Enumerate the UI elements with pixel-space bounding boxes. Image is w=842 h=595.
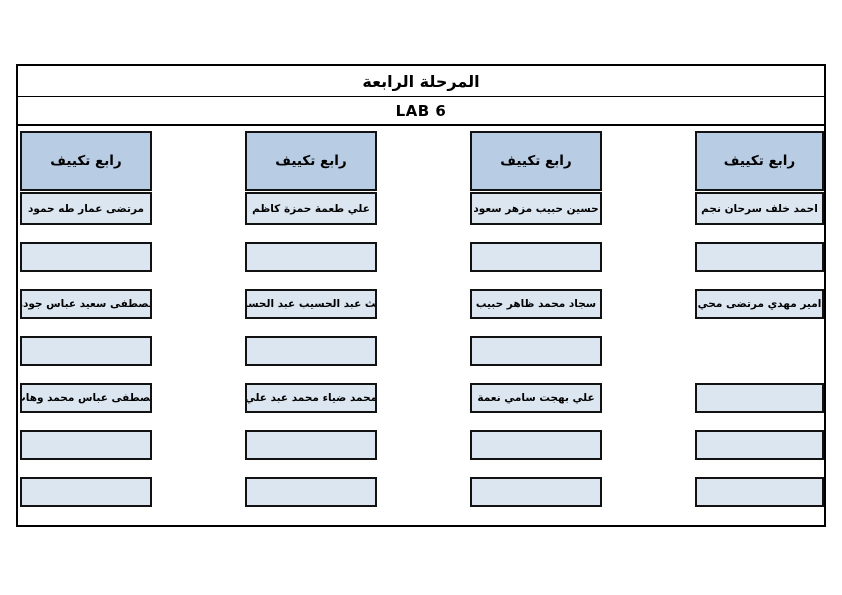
student-name-cell: مصطفى عباس محمد وهاب [20,383,152,413]
empty-cell [470,242,602,272]
empty-cell [20,477,152,507]
empty-cell [20,242,152,272]
student-name-cell: علي بهجت سامي نعمة [470,383,602,413]
empty-cell [20,430,152,460]
empty-cell [695,383,824,413]
student-name-cell: امير مهدي مرتضى محي [695,289,824,319]
stage-title: المرحلة الرابعة [18,66,824,97]
student-name-cell: سجاد محمد ظاهر حبيب [470,289,602,319]
column-header: رابع تكييف [695,131,824,191]
empty-cell [245,477,377,507]
student-name-cell: غيث عبد الحسيب عبد الحسين [245,289,377,319]
empty-cell [695,477,824,507]
empty-cell [470,477,602,507]
empty-cell [245,430,377,460]
empty-cell [245,336,377,366]
empty-cell [470,430,602,460]
empty-cell [20,336,152,366]
student-name-cell: حسين حبيب مزهر سعود [470,192,602,225]
column-header: رابع تكييف [470,131,602,191]
empty-cell [245,242,377,272]
empty-cell [695,242,824,272]
student-name-cell: احمد خلف سرحان نجم [695,192,824,225]
student-name-cell: مرتضى عمار طه حمود [20,192,152,225]
lab-label: LAB 6 [18,97,824,126]
student-name-cell: علي طعمة حمزة كاظم [245,192,377,225]
student-name-cell: محمد ضياء محمد عبد علي [245,383,377,413]
empty-cell [470,336,602,366]
column-header: رابع تكييف [20,131,152,191]
column-header: رابع تكييف [245,131,377,191]
student-name-cell: مصطفى سعيد عباس جودة [20,289,152,319]
empty-cell [695,430,824,460]
